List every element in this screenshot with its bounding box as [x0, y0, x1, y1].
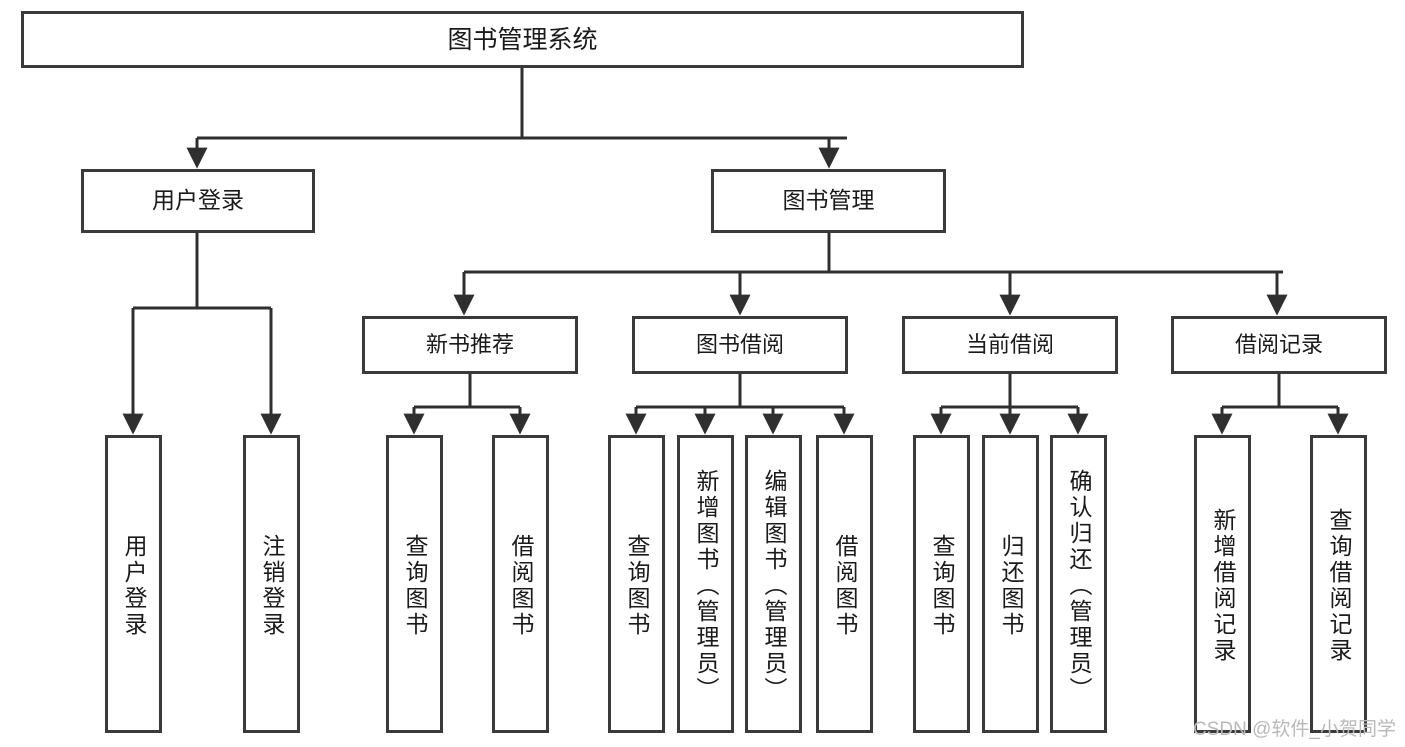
node-leaf-borrow-add-book-label: 新增图书（管理员） [693, 469, 719, 703]
node-leaf-borrow-query-book-label: 查询图书 [624, 534, 650, 638]
node-leaf-user-logout-label: 注销登录 [259, 534, 285, 638]
node-leaf-current-return-book[interactable]: 归还图书 [982, 435, 1039, 733]
node-leaf-borrow-borrow-book[interactable]: 借阅图书 [816, 435, 873, 733]
node-leaf-current-return-book-label: 归还图书 [998, 534, 1024, 638]
node-leaf-current-confirm-return[interactable]: 确认归还（管理员） [1050, 435, 1107, 733]
node-leaf-rec-borrow-book-label: 借阅图书 [508, 534, 534, 638]
node-leaf-current-query-book[interactable]: 查询图书 [913, 435, 970, 733]
node-user-login[interactable]: 用户登录 [81, 169, 315, 233]
node-leaf-rec-query-book[interactable]: 查询图书 [386, 435, 443, 733]
node-leaf-borrow-borrow-book-label: 借阅图书 [832, 534, 858, 638]
node-leaf-record-add[interactable]: 新增借阅记录 [1194, 435, 1251, 733]
node-leaf-user-login[interactable]: 用户登录 [105, 435, 162, 733]
node-current-borrow-label: 当前借阅 [965, 331, 1054, 357]
node-leaf-rec-query-book-label: 查询图书 [402, 534, 428, 638]
node-root-label: 图书管理系统 [447, 25, 598, 54]
node-book-borrow[interactable]: 图书借阅 [632, 316, 848, 374]
node-book-borrow-label: 图书借阅 [695, 331, 784, 357]
node-new-book-rec-label: 新书推荐 [425, 331, 514, 357]
node-leaf-rec-borrow-book[interactable]: 借阅图书 [492, 435, 549, 733]
node-book-manage[interactable]: 图书管理 [711, 169, 946, 233]
node-leaf-borrow-edit-book-label: 编辑图书（管理员） [761, 469, 787, 703]
node-user-login-label: 用户登录 [152, 187, 244, 214]
node-leaf-borrow-query-book[interactable]: 查询图书 [608, 435, 665, 733]
csdn-watermark: CSDN @软件_小贺同学 [1193, 719, 1396, 740]
node-leaf-borrow-add-book[interactable]: 新增图书（管理员） [677, 435, 734, 733]
node-leaf-record-query-label: 查询借阅记录 [1326, 508, 1352, 664]
node-new-book-rec[interactable]: 新书推荐 [362, 316, 578, 374]
node-borrow-record[interactable]: 借阅记录 [1171, 316, 1387, 374]
node-leaf-current-query-book-label: 查询图书 [929, 534, 955, 638]
node-borrow-record-label: 借阅记录 [1234, 331, 1323, 357]
node-current-borrow[interactable]: 当前借阅 [902, 316, 1118, 374]
node-root[interactable]: 图书管理系统 [21, 11, 1024, 68]
node-leaf-record-add-label: 新增借阅记录 [1210, 508, 1236, 664]
node-leaf-current-confirm-return-label: 确认归还（管理员） [1066, 469, 1092, 703]
node-leaf-user-login-label: 用户登录 [121, 534, 147, 638]
node-leaf-record-query[interactable]: 查询借阅记录 [1310, 435, 1367, 733]
node-book-manage-label: 图书管理 [782, 187, 875, 214]
node-leaf-user-logout[interactable]: 注销登录 [243, 435, 300, 733]
node-leaf-borrow-edit-book[interactable]: 编辑图书（管理员） [745, 435, 802, 733]
